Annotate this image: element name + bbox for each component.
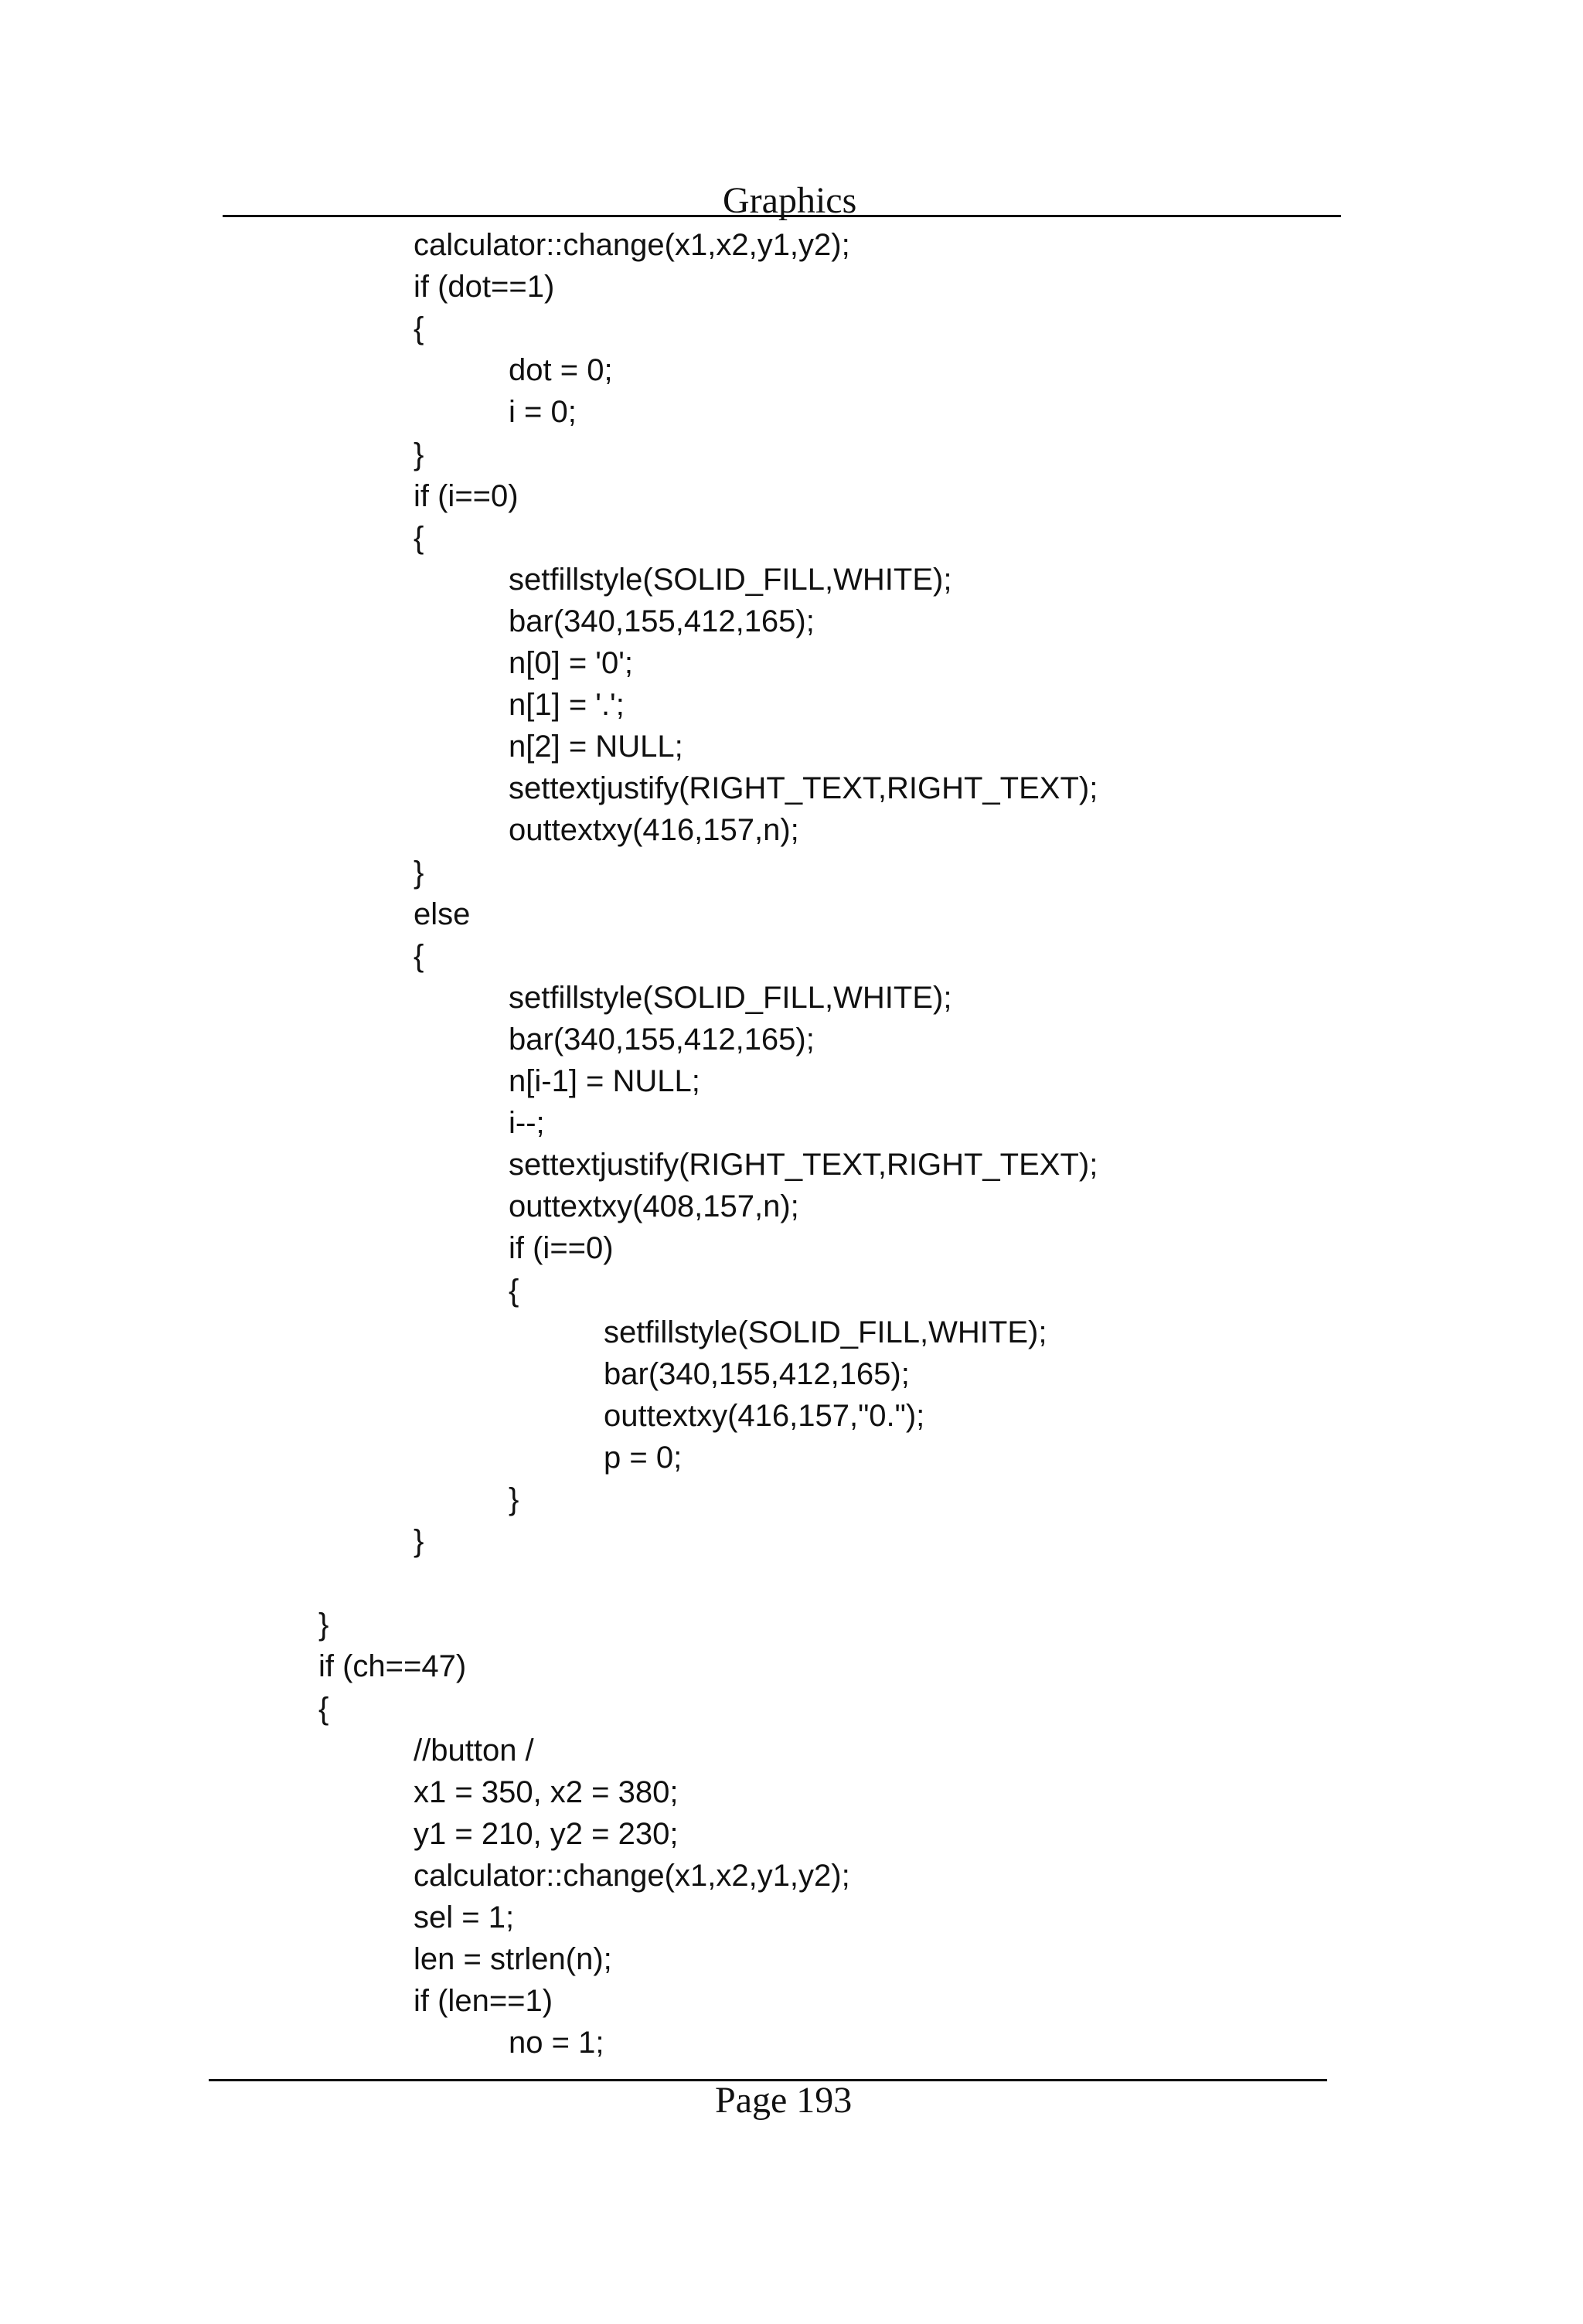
page-number: Page 193: [715, 2080, 853, 2121]
code-line: calculator::change(x1,x2,y1,y2);: [414, 228, 850, 262]
code-line: dot = 0;: [509, 353, 613, 387]
code-line: no = 1;: [509, 2026, 604, 2060]
code-line: {: [414, 311, 424, 345]
code-line: sel = 1;: [414, 1900, 515, 1934]
code-line: {: [318, 1692, 329, 1726]
code-line: y1 = 210, y2 = 230;: [414, 1817, 679, 1851]
code-line: }: [414, 856, 424, 890]
code-line: n[1] = '.';: [509, 688, 625, 722]
code-line: else: [414, 897, 471, 931]
code-line: outtextxy(416,157,"0.");: [604, 1399, 925, 1433]
code-line: p = 0;: [604, 1441, 683, 1475]
code-line: if (len==1): [414, 1984, 553, 2018]
code-line: {: [509, 1274, 519, 1308]
code-line: len = strlen(n);: [414, 1942, 612, 1976]
code-line: n[2] = NULL;: [509, 730, 683, 764]
code-line: if (i==0): [414, 479, 519, 513]
code-line: {: [414, 939, 424, 973]
code-line: setfillstyle(SOLID_FILL,WHITE);: [509, 981, 952, 1015]
code-line: n[0] = '0';: [509, 646, 633, 680]
running-header-title: Graphics: [723, 180, 857, 221]
code-line: n[i-1] = NULL;: [509, 1064, 700, 1098]
code-line: outtextxy(416,157,n);: [509, 813, 799, 847]
code-line: }: [414, 437, 424, 471]
code-line: settextjustify(RIGHT_TEXT,RIGHT_TEXT);: [509, 771, 1098, 805]
header-divider: [223, 215, 1341, 217]
code-line: i--;: [509, 1106, 545, 1140]
footer-divider: [209, 2079, 1327, 2081]
code-line: setfillstyle(SOLID_FILL,WHITE);: [509, 563, 952, 597]
code-line: if (ch==47): [318, 1649, 467, 1683]
code-line: calculator::change(x1,x2,y1,y2);: [414, 1859, 850, 1893]
code-line: settextjustify(RIGHT_TEXT,RIGHT_TEXT);: [509, 1148, 1098, 1182]
code-line: }: [414, 1524, 424, 1558]
code-line: outtextxy(408,157,n);: [509, 1189, 799, 1223]
code-line: }: [509, 1482, 519, 1516]
code-line: //button /: [414, 1734, 534, 1768]
code-line: }: [318, 1608, 329, 1642]
code-line: x1 = 350, x2 = 380;: [414, 1775, 679, 1809]
code-line: if (dot==1): [414, 270, 555, 304]
code-line: if (i==0): [509, 1231, 614, 1265]
code-line: bar(340,155,412,165);: [509, 604, 815, 638]
code-line: i = 0;: [509, 395, 577, 429]
code-line: bar(340,155,412,165);: [509, 1022, 815, 1057]
code-line: setfillstyle(SOLID_FILL,WHITE);: [604, 1315, 1047, 1349]
code-line: bar(340,155,412,165);: [604, 1357, 910, 1391]
code-line: {: [414, 521, 424, 555]
